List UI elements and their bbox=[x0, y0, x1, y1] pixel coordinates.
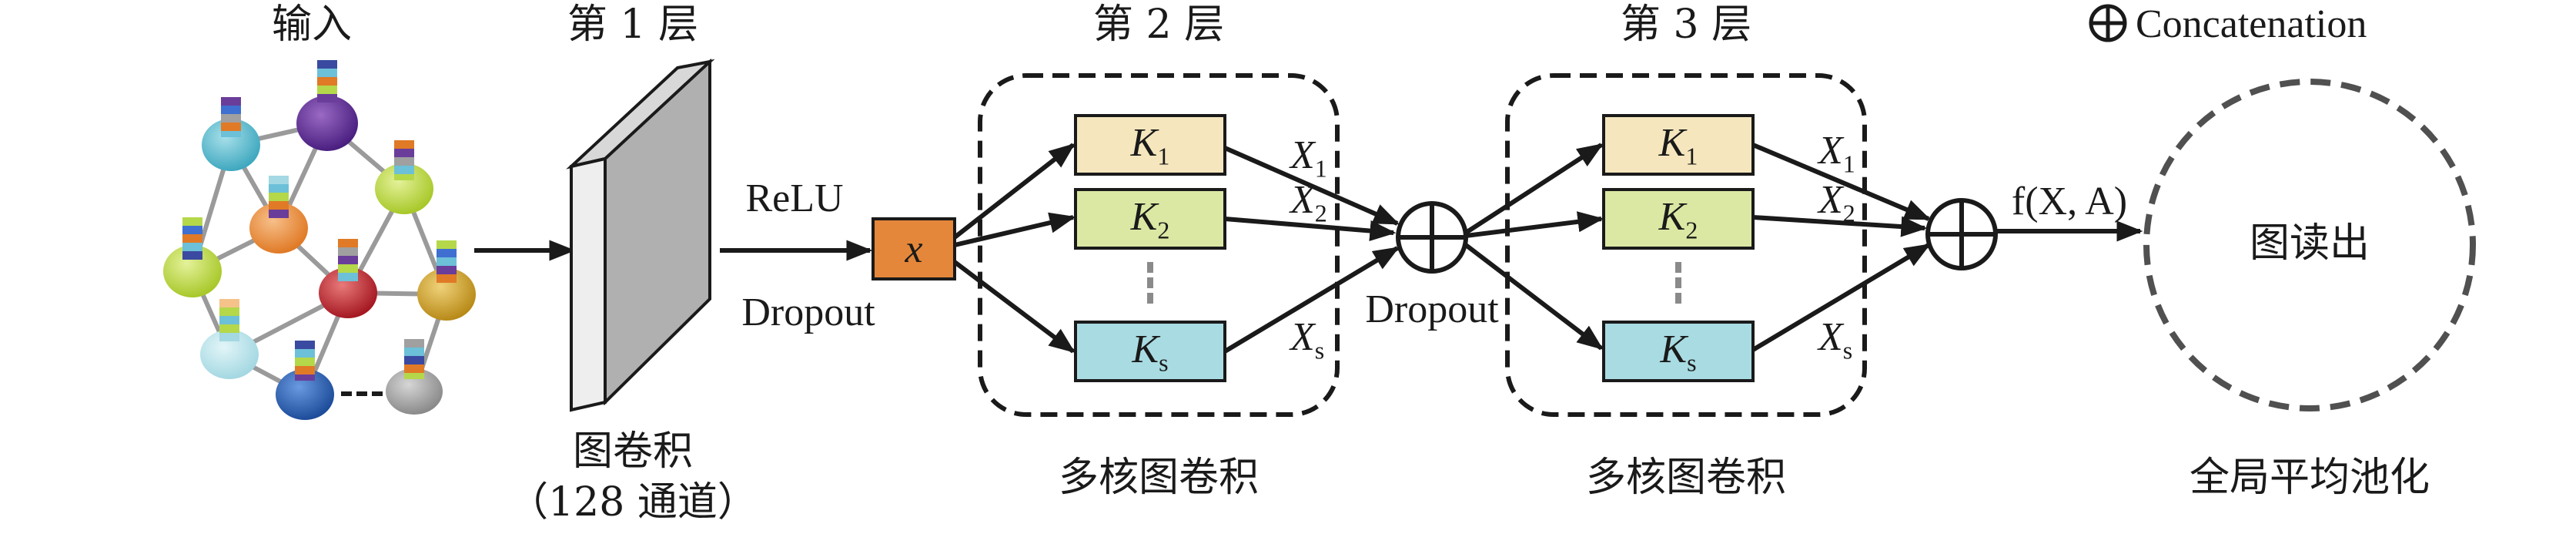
readout-label: 图读出 bbox=[2249, 220, 2370, 267]
output-x1-label: X1 bbox=[1290, 133, 1327, 183]
concat-node-1 bbox=[1396, 201, 1468, 274]
kernel-ellipsis bbox=[1675, 262, 1681, 304]
graph-nodes bbox=[163, 96, 476, 420]
node-feature-stacks bbox=[182, 60, 457, 381]
layer3-label: 第 3 层 bbox=[1620, 2, 1752, 48]
layer1-label: 第 1 层 bbox=[567, 2, 699, 48]
kernel-k2-box bbox=[1074, 188, 1226, 250]
multi-kernel-caption-2: 多核图卷积 bbox=[1585, 455, 1787, 501]
graph-node bbox=[276, 369, 334, 420]
kernel-ks-box bbox=[1602, 321, 1755, 382]
concat-legend-icon bbox=[2089, 4, 2127, 42]
output-xs-label: Xs bbox=[1290, 315, 1325, 364]
output-x1-label: X1 bbox=[1818, 129, 1855, 178]
dropout-label-2: Dropout bbox=[1365, 287, 1499, 331]
concat-node-2 bbox=[1925, 198, 1998, 270]
input-label: 输入 bbox=[271, 2, 353, 48]
graph-node bbox=[417, 268, 476, 321]
layer3-kernels bbox=[1602, 114, 1755, 382]
layer3-arrows bbox=[1464, 143, 1932, 352]
graph-node bbox=[386, 368, 443, 415]
relu-label: ReLU bbox=[745, 176, 844, 220]
graph-node bbox=[319, 267, 377, 318]
graph-node bbox=[249, 203, 308, 254]
readout-circle bbox=[2143, 79, 2476, 411]
fxa-label: f(X, A) bbox=[2011, 180, 2128, 223]
x-node bbox=[871, 217, 956, 280]
feature-stack bbox=[221, 97, 241, 137]
kernel-ks-label: Ks bbox=[1132, 327, 1169, 377]
kernel-k2-label: K2 bbox=[1658, 195, 1698, 244]
feature-stack bbox=[219, 299, 239, 341]
layer2-label: 第 2 层 bbox=[1092, 2, 1225, 48]
dropout-label-1: Dropout bbox=[741, 291, 875, 334]
gcn-caption: 图卷积 bbox=[572, 428, 694, 475]
feature-stack bbox=[437, 240, 457, 283]
kernel-ks-box bbox=[1074, 321, 1226, 382]
graph-node bbox=[202, 119, 260, 171]
multi-kernel-caption-1: 多核图卷积 bbox=[1058, 455, 1260, 501]
layer2-kernels bbox=[1074, 114, 1226, 382]
feature-stack bbox=[338, 239, 358, 281]
input-graph bbox=[163, 60, 476, 420]
feature-stack bbox=[295, 341, 315, 381]
kernel-k1-label: K1 bbox=[1658, 121, 1698, 170]
feature-stack bbox=[394, 140, 414, 180]
kernel-ks-label: Ks bbox=[1660, 327, 1697, 377]
graph-node bbox=[163, 245, 222, 297]
output-x2-label: X2 bbox=[1818, 178, 1855, 227]
feature-stack bbox=[182, 217, 202, 260]
layer3-dashed-box bbox=[1505, 73, 1867, 417]
legend-concatenation-text: Concatenation bbox=[2136, 2, 2367, 46]
graph-node bbox=[375, 163, 433, 214]
x-node-label: x bbox=[905, 227, 923, 271]
feature-stack bbox=[317, 60, 337, 102]
layer2-dashed-box bbox=[978, 73, 1340, 417]
output-xs-label: Xs bbox=[1818, 315, 1853, 364]
gcn-channels-caption: （128 通道） bbox=[508, 479, 758, 526]
feature-stack bbox=[269, 176, 289, 218]
global-pool-caption: 全局平均池化 bbox=[2189, 455, 2430, 501]
feature-stack bbox=[404, 339, 424, 379]
output-x2-label: X2 bbox=[1290, 178, 1327, 227]
graph-node bbox=[296, 96, 358, 151]
kernel-k1-box bbox=[1074, 114, 1226, 176]
kernel-k2-label: K2 bbox=[1130, 195, 1170, 244]
layer2-arrows bbox=[953, 143, 1400, 354]
kernel-ellipsis bbox=[1147, 262, 1153, 304]
gcn-layer-slab bbox=[566, 58, 715, 412]
kernel-k1-label: K1 bbox=[1130, 121, 1170, 170]
more-nodes-ellipsis bbox=[341, 391, 383, 396]
graph-node bbox=[200, 330, 259, 379]
